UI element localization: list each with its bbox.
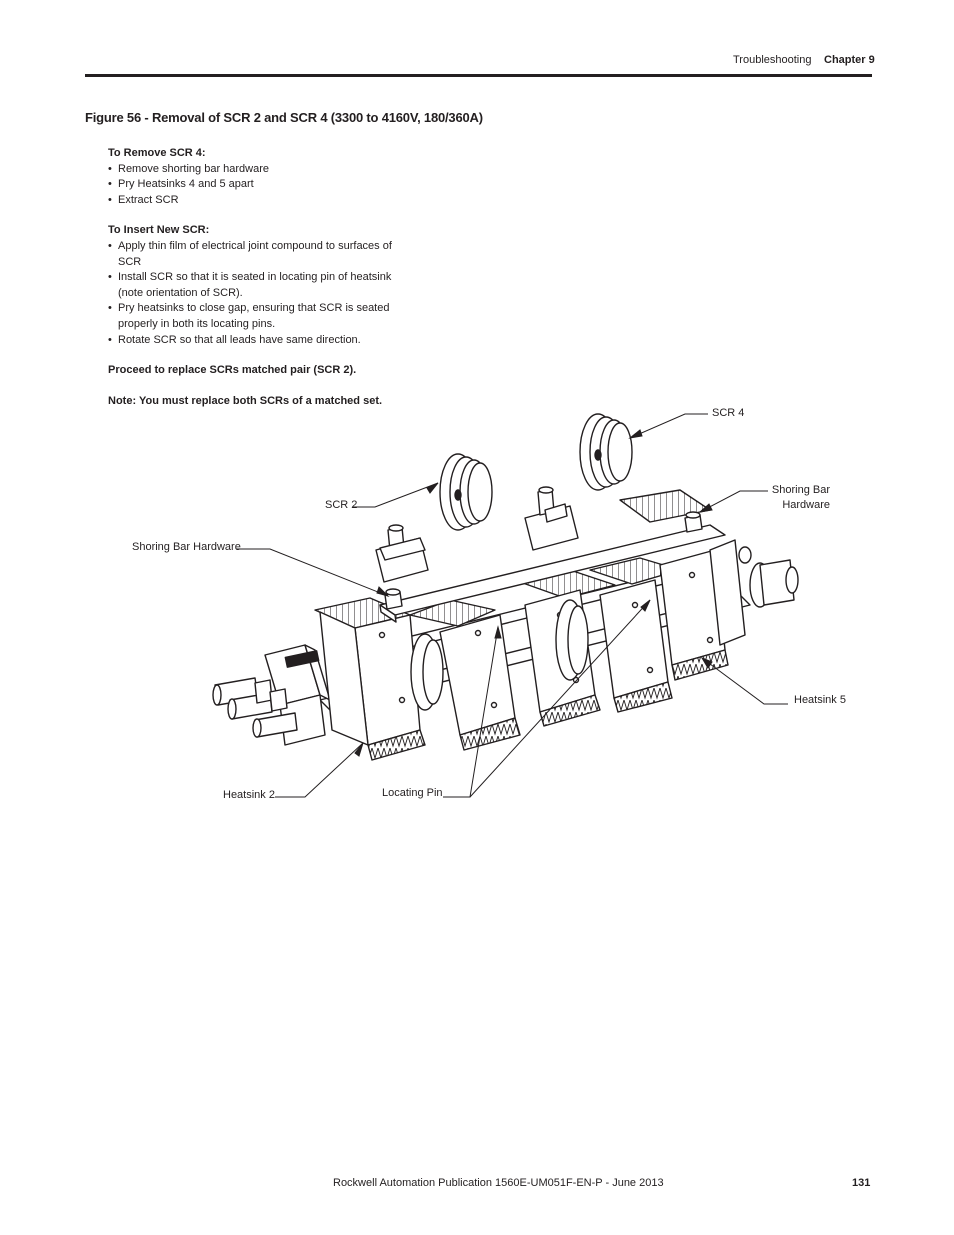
callout-scr4: SCR 4	[712, 407, 745, 419]
proceed-text: Proceed to replace SCRs matched pair (SC…	[108, 364, 357, 377]
instructions-block: To Remove SCR 4: Remove shorting bar har…	[108, 146, 408, 409]
list-item: Remove shorting bar hardware	[108, 162, 408, 178]
list-item: Rotate SCR so that all leads have same d…	[108, 333, 408, 349]
scr4-puck	[579, 413, 633, 491]
list-item: Install SCR so that it is seated in loca…	[108, 270, 408, 301]
list-item: Apply thin film of electrical joint comp…	[108, 239, 408, 270]
list-item: Extract SCR	[108, 193, 408, 209]
callout-locating-pin: Locating Pin	[382, 787, 443, 799]
list-item: Pry heatsinks to close gap, ensuring tha…	[108, 301, 408, 332]
page-number: 131	[852, 1177, 871, 1189]
callout-leaders	[236, 413, 788, 798]
scr2-puck	[439, 453, 493, 531]
list-item: Pry Heatsinks 4 and 5 apart	[108, 177, 408, 193]
scr-assembly-illustration	[212, 413, 799, 798]
header-rule	[85, 74, 872, 77]
callout-heatsink-5: Heatsink 5	[794, 694, 846, 706]
insert-steps-list: Apply thin film of electrical joint comp…	[108, 239, 408, 348]
remove-steps-list: Remove shorting bar hardware Pry Heatsin…	[108, 162, 408, 209]
callout-scr2: SCR 2	[325, 499, 358, 511]
footer-publication: Rockwell Automation Publication 1560E-UM…	[333, 1177, 664, 1189]
figure-title: Figure 56 - Removal of SCR 2 and SCR 4 (…	[85, 110, 483, 125]
header-chapter-label: Chapter 9	[824, 54, 875, 66]
callout-shoring-bar-left: Shoring Bar Hardware	[132, 541, 241, 553]
remove-heading: To Remove SCR 4:	[108, 147, 206, 159]
scr-removal-diagram: SCR 4 SCR 2 Shoring Bar Hardware Shoring…	[120, 400, 860, 820]
callout-heatsink-2: Heatsink 2	[223, 789, 275, 801]
insert-heading: To Insert New SCR:	[108, 224, 210, 237]
header-section-title: Troubleshooting	[733, 54, 812, 66]
matched-set-note: Note: You must replace both SCRs of a ma…	[108, 394, 383, 407]
callout-shoring-bar-right: Shoring Bar Hardware	[771, 484, 830, 511]
